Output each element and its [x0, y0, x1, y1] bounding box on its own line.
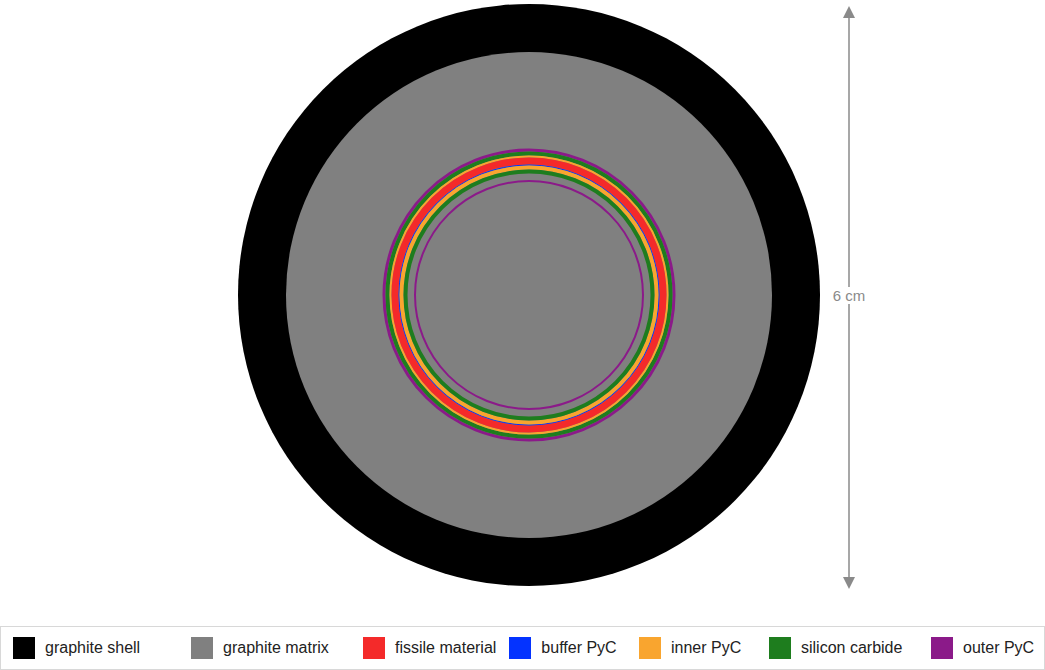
- legend-swatch: [769, 637, 791, 659]
- graphite-matrix: [286, 52, 772, 538]
- legend-text: graphite shell: [45, 639, 140, 657]
- dimension-label: 6 cm: [831, 287, 868, 304]
- legend-swatch: [931, 637, 953, 659]
- legend-text: fissile material: [395, 639, 496, 657]
- graphite-shell: [238, 4, 820, 586]
- legend-item: fissile material: [363, 637, 496, 659]
- legend-text: graphite matrix: [223, 639, 329, 657]
- legend-text: outer PyC: [963, 639, 1034, 657]
- legend-swatch: [13, 637, 35, 659]
- legend-item: outer PyC: [931, 637, 1034, 659]
- legend-item: silicon carbide: [769, 637, 902, 659]
- legend-text: silicon carbide: [801, 639, 902, 657]
- legend-swatch: [363, 637, 385, 659]
- fuel-pebble-illustration: [0, 0, 1045, 626]
- legend-text: buffer PyC: [541, 639, 616, 657]
- coating-rings: [384, 150, 674, 440]
- legend-item: buffer PyC: [509, 637, 616, 659]
- legend-box: graphite shell graphite matrix fissile mat…: [0, 626, 1045, 670]
- legend-item: inner PyC: [639, 637, 741, 659]
- legend-item: graphite shell: [13, 637, 140, 659]
- legend-swatch: [639, 637, 661, 659]
- legend-item: graphite matrix: [191, 637, 329, 659]
- legend-swatch: [191, 637, 213, 659]
- legend-swatch: [509, 637, 531, 659]
- legend-text: inner PyC: [671, 639, 741, 657]
